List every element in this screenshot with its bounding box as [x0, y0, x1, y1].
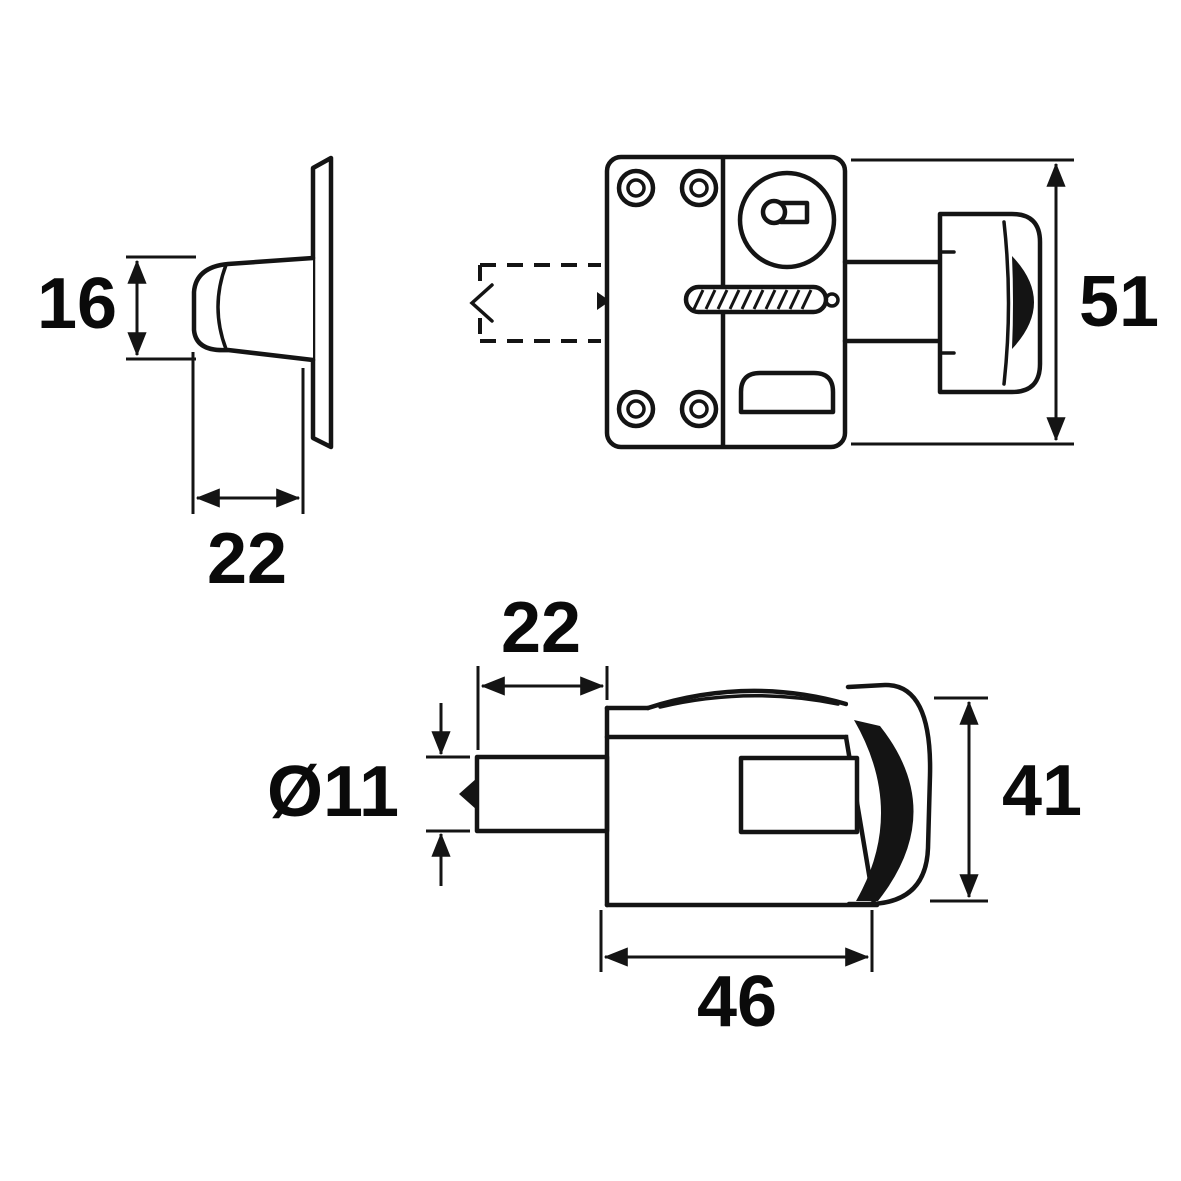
dim-label-41: 41: [1002, 751, 1082, 831]
knob-top-hump-inner: [658, 693, 840, 709]
dim-label-51: 51: [1079, 262, 1159, 342]
bolt-side: [191, 255, 316, 363]
screw-hole-inner: [626, 399, 646, 419]
lock-body-top: [604, 688, 880, 908]
bottom-recess: [738, 370, 836, 415]
dim-top-throw: 22: [476, 588, 609, 750]
turn-knob-front: [937, 211, 1043, 395]
bolt-slot: [683, 284, 840, 315]
dim-top-depth: 41: [930, 696, 1082, 903]
dim-label-46: 46: [697, 962, 777, 1042]
dim-top-length: 46: [599, 910, 874, 1042]
dim-side-height: 16: [37, 255, 196, 361]
dim-side-depth: 22: [191, 352, 305, 599]
screw-holes: [616, 168, 719, 429]
slot-end-pin: [824, 292, 840, 308]
front-view: [469, 154, 1043, 450]
knob-grip-crescent-top: [854, 720, 914, 901]
side-view: [191, 155, 334, 450]
dim-label-22-top: 22: [501, 588, 581, 668]
throw-direction-chevron: [469, 283, 494, 323]
bolt-top: [474, 754, 610, 834]
bolt-tip: [459, 778, 477, 810]
top-view: [459, 682, 933, 908]
bolt-nose-contour: [216, 263, 228, 351]
key-cylinder: [737, 170, 837, 270]
dim-label-16: 16: [37, 264, 117, 344]
knob-top-hump: [645, 688, 849, 711]
dim-label-22-side: 22: [207, 519, 287, 599]
knob-outline: [937, 211, 1043, 395]
screw-hole-inner: [689, 399, 709, 419]
screw-hole-inner: [626, 178, 646, 198]
screw-hole: [679, 389, 719, 429]
turn-knob-top: [843, 682, 933, 907]
throw-direction-arrow: [597, 292, 610, 310]
case-inner-rect: [738, 755, 860, 835]
mounting-plate-side: [310, 155, 334, 450]
bolt-extended-dashed: [469, 263, 610, 343]
screw-hole-inner: [689, 178, 709, 198]
spindle-shaft: [842, 259, 943, 344]
thread-hatching: [692, 289, 813, 310]
screw-hole: [616, 389, 656, 429]
knob-grip-crescent: [1012, 256, 1034, 349]
dim-bolt-diameter: Ø11: [267, 703, 470, 886]
knob-inner-contour: [1002, 220, 1011, 386]
screw-hole: [679, 168, 719, 208]
dim-front-height: 51: [851, 158, 1159, 446]
keyhole-icon: [760, 198, 788, 226]
dim-label-diameter: Ø11: [267, 752, 399, 832]
screw-hole: [616, 168, 656, 208]
